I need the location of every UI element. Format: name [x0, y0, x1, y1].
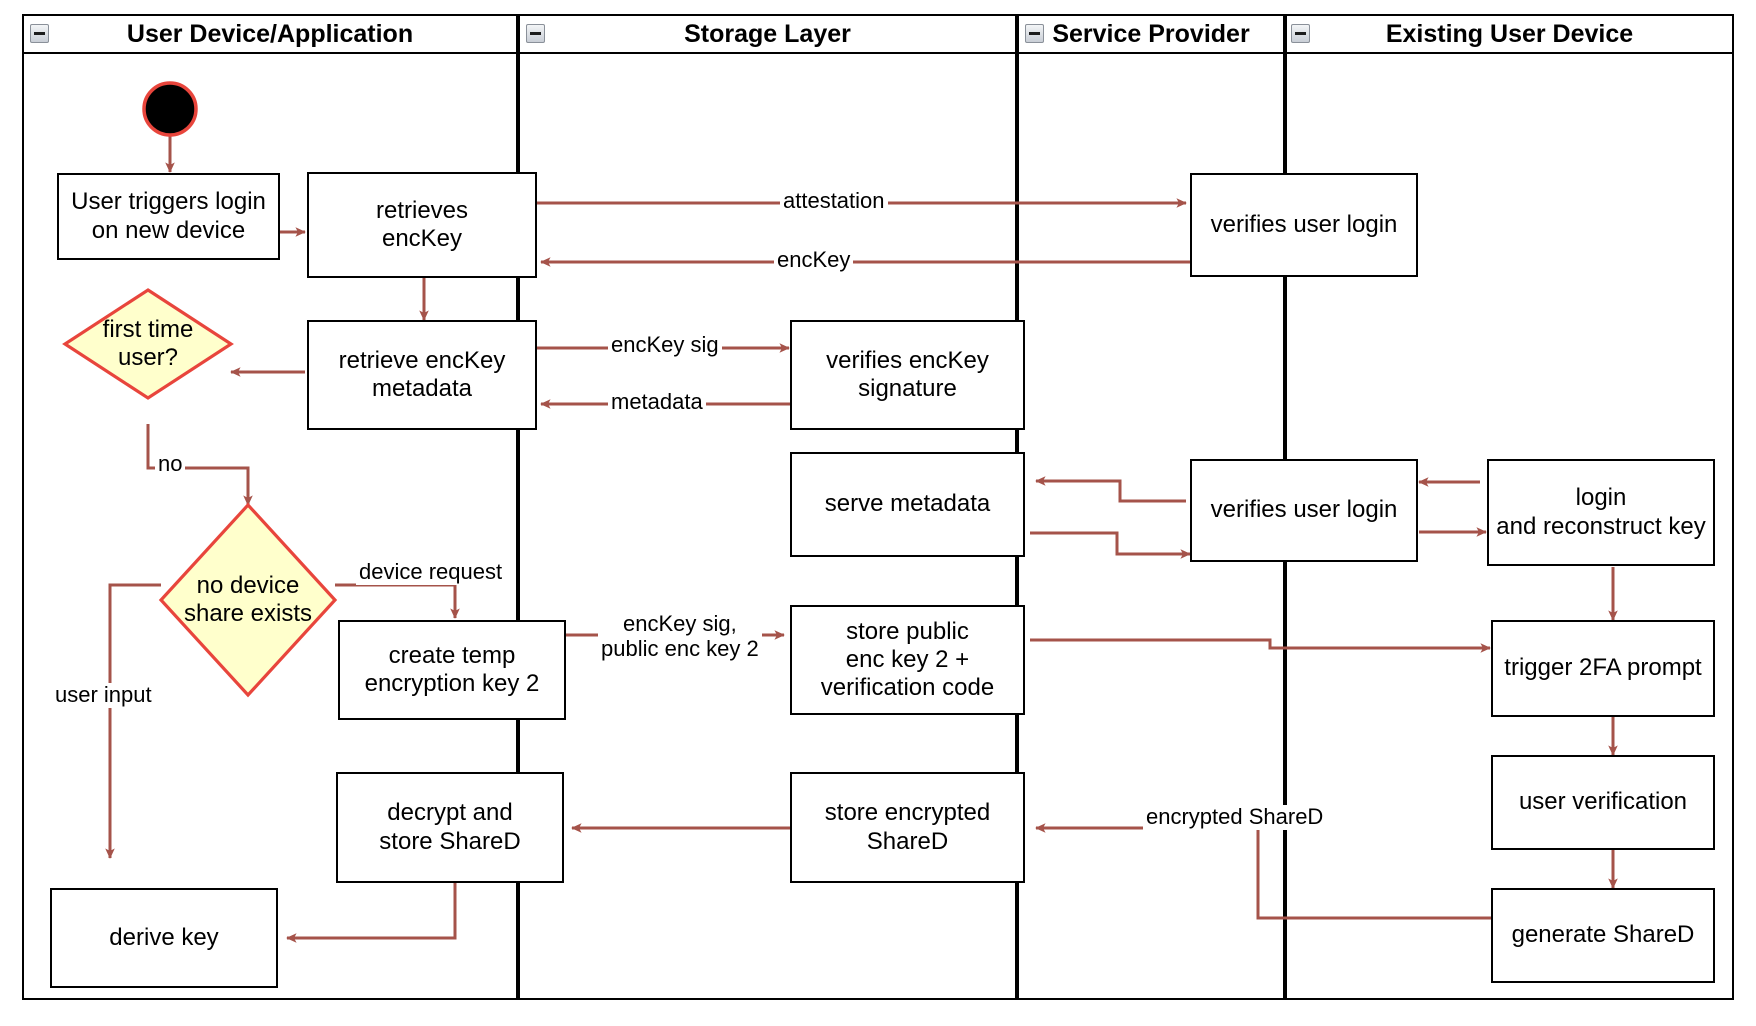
lane-title-user-device: User Device/Application — [126, 19, 414, 48]
minus-box-icon[interactable] — [30, 24, 49, 43]
activity-verifies-user-login-2[interactable]: verifies user login — [1190, 459, 1418, 562]
activity-decrypt-and-store-shared[interactable]: decrypt and store ShareD — [336, 772, 564, 883]
edge-label-encrypted-shared: encrypted ShareD — [1143, 804, 1327, 830]
activity-store-public-enc-key-2[interactable]: store public enc key 2 + verification co… — [790, 605, 1025, 715]
edge-label-enckey-sig-public-enc-key-2: encKey sig, public enc key 2 — [598, 611, 762, 662]
edge-label-enckey: encKey — [774, 247, 854, 273]
activity-derive-key[interactable]: derive key — [50, 888, 278, 988]
edge-sp-to-serve-metadata — [1035, 476, 1186, 503]
activity-verifies-enckey-signature[interactable]: verifies encKey signature — [790, 320, 1025, 430]
lane-header-service-provider[interactable]: Service Provider — [1017, 14, 1285, 54]
activity-retrieve-enckey-metadata[interactable]: retrieve encKey metadata — [307, 320, 537, 430]
edge-label-metadata: metadata — [608, 389, 706, 415]
edge-label-no: no — [155, 451, 186, 477]
edge-no — [146, 424, 253, 506]
minus-box-icon[interactable] — [1291, 24, 1310, 43]
decision-first-time-user — [62, 288, 234, 400]
decision-no-device-share-exists — [158, 502, 338, 698]
edge-store-to-2fa — [1030, 638, 1491, 653]
activity-user-verification[interactable]: user verification — [1491, 755, 1715, 850]
lane-header-user-device[interactable]: User Device/Application — [22, 14, 518, 54]
lane-title-storage-layer: Storage Layer — [684, 19, 851, 48]
activity-user-triggers-login[interactable]: User triggers login on new device — [57, 173, 280, 260]
activity-store-encrypted-shared[interactable]: store encrypted ShareD — [790, 772, 1025, 883]
lane-header-storage-layer[interactable]: Storage Layer — [518, 14, 1017, 54]
lane-header-existing-user-device[interactable]: Existing User Device — [1285, 14, 1734, 54]
edge-encrypted-shared — [1035, 823, 1502, 920]
decision-label-first-time-user: first time user? — [102, 315, 194, 371]
edge-device-request — [335, 583, 460, 619]
activity-login-and-reconstruct-key[interactable]: login and reconstruct key — [1487, 459, 1715, 566]
edge-decrypt-to-derive — [286, 883, 457, 943]
activity-trigger-2fa-prompt[interactable]: trigger 2FA prompt — [1491, 620, 1715, 717]
edge-label-enckey-sig: encKey sig — [608, 332, 722, 358]
edge-user-input — [105, 583, 161, 859]
lane-title-service-provider: Service Provider — [1052, 19, 1250, 48]
edge-serve-metadata-to-sp — [1030, 531, 1191, 559]
edge-label-user-input: user input — [52, 682, 155, 708]
activity-generate-shared[interactable]: generate ShareD — [1491, 888, 1715, 983]
minus-box-icon[interactable] — [1025, 24, 1044, 43]
decision-label-no-device-share-exists: no device share exists — [183, 571, 313, 627]
activity-retrieves-enckey[interactable]: retrieves encKey — [307, 172, 537, 278]
edge-label-attestation: attestation — [780, 188, 888, 214]
activity-serve-metadata[interactable]: serve metadata — [790, 452, 1025, 557]
activity-verifies-user-login-1[interactable]: verifies user login — [1190, 173, 1418, 277]
lane-title-existing-user-device: Existing User Device — [1385, 19, 1634, 48]
start-node — [142, 81, 198, 137]
activity-create-temp-encryption-key-2[interactable]: create temp encryption key 2 — [338, 620, 566, 720]
edge-label-device-request: device request — [356, 559, 506, 585]
minus-box-icon[interactable] — [526, 24, 545, 43]
